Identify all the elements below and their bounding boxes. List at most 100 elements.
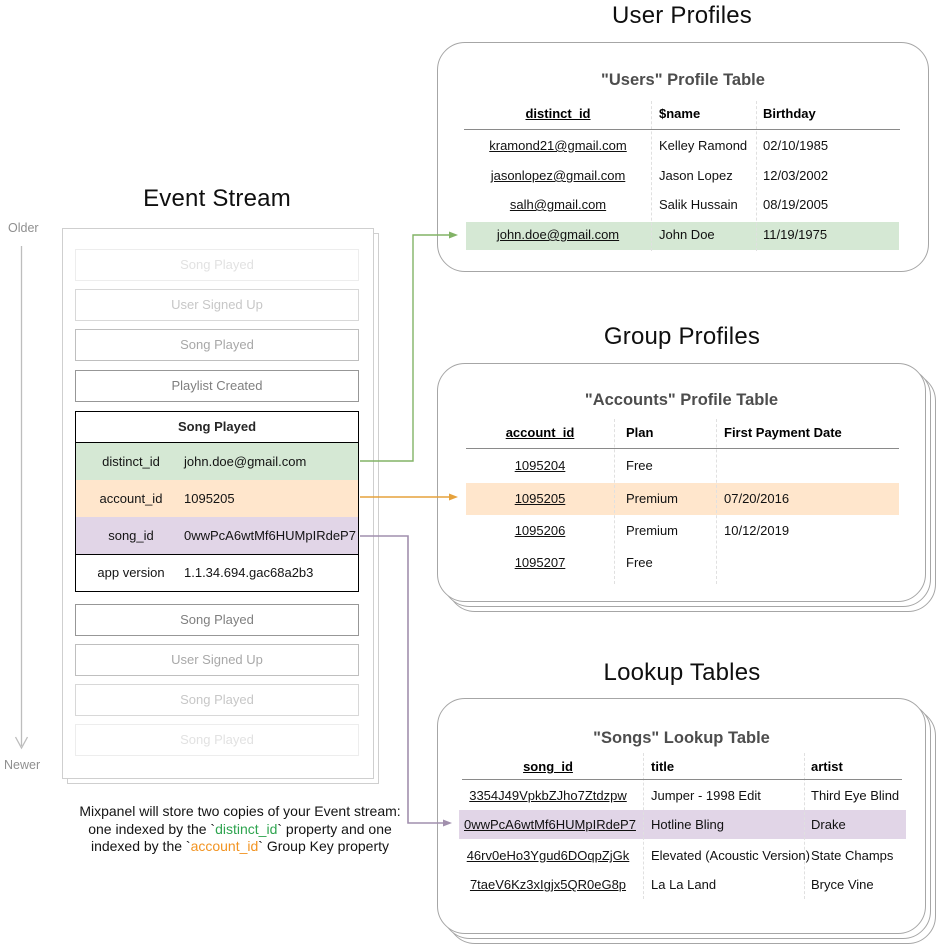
property-value: 1095205 — [184, 491, 235, 506]
users-table-header: distinct_id $name Birthday — [438, 100, 928, 128]
property-key: song_id — [108, 528, 154, 543]
cell-distinct-id: jasonlopez@gmail.com — [490, 168, 626, 183]
accounts-profile-card: "Accounts" Profile Table account_id Plan… — [437, 363, 926, 602]
highlighted-row-band — [466, 483, 899, 515]
table-row: jasonlopez@gmail.com Jason Lopez 12/03/2… — [438, 162, 928, 190]
table-row-highlighted: 0wwPcA6wtMf6HUMpIRdeP7 Hotline Bling Dra… — [438, 811, 925, 839]
column-separator — [651, 101, 652, 251]
cell-title: La La Land — [651, 877, 717, 892]
cell-song-id: 7taeV6Kz3xIgjx5QR0eG8p — [469, 877, 627, 892]
cell-song-id: 46rv0eHo3Ygud6DOqpZjGk — [466, 848, 630, 863]
column-separator — [756, 101, 757, 251]
property-value: 1.1.34.694.gac68a2b3 — [184, 565, 314, 580]
cell-name: John Doe — [659, 227, 715, 242]
event-property-row-distinct-id: distinct_id john.doe@gmail.com — [76, 443, 358, 480]
accounts-table-title: "Accounts" Profile Table — [584, 391, 779, 409]
timeline-newer-label: Newer — [4, 758, 41, 772]
timeline-older-label: Older — [8, 221, 39, 235]
cell-artist: Drake — [811, 817, 846, 832]
timeline-arrow — [14, 246, 29, 750]
cell-distinct-id: kramond21@gmail.com — [489, 138, 627, 153]
property-value: 0wwPcA6wtMf6HUMpIRdeP7 — [184, 528, 356, 543]
cell-birthday: 02/10/1985 — [763, 138, 829, 153]
property-value: john.doe@gmail.com — [184, 454, 307, 469]
cell-plan: Premium — [626, 523, 679, 538]
cell-artist: Third Eye Blind — [811, 788, 900, 803]
event-property-row-app-version: app version 1.1.34.694.gac68a2b3 — [76, 554, 358, 591]
event-box-song-played: Song Played — [75, 724, 359, 756]
lookup-tables-title: Lookup Tables — [603, 659, 761, 686]
highlighted-row-band — [466, 222, 899, 250]
event-property-row-song-id: song_id 0wwPcA6wtMf6HUMpIRdeP7 — [76, 517, 358, 554]
table-row: 46rv0eHo3Ygud6DOqpZjGk Elevated (Acousti… — [438, 842, 925, 870]
songs-table-title: "Songs" Lookup Table — [593, 729, 770, 747]
column-header-first-payment-date: First Payment Date — [724, 425, 842, 440]
cell-title: Hotline Bling — [651, 817, 724, 832]
event-box-user-signed-up: User Signed Up — [75, 644, 359, 676]
property-key: distinct_id — [102, 454, 160, 469]
table-row: 3354J49VpkbZJho7Ztdzpw Jumper - 1998 Edi… — [438, 782, 925, 810]
cell-birthday: 08/19/2005 — [763, 197, 829, 212]
column-header-plan: Plan — [626, 425, 654, 440]
event-detail-header: Song Played — [76, 412, 358, 443]
accounts-table-header: account_id Plan First Payment Date — [438, 419, 925, 447]
cell-account-id: 1095204 — [514, 458, 566, 473]
cell-plan: Premium — [626, 491, 679, 506]
caption-line3-post: ` Group Key property — [258, 838, 390, 854]
cell-first-payment-date: 10/12/2019 — [724, 523, 790, 538]
cell-plan: Free — [626, 555, 653, 570]
column-header-title: title — [651, 759, 675, 774]
table-row: 1095204 Free — [438, 452, 925, 480]
table-row: 1095206 Premium 10/12/2019 — [438, 517, 925, 545]
event-box-song-played: Song Played — [75, 684, 359, 716]
column-header-song-id: song_id — [523, 759, 573, 774]
cell-distinct-id: john.doe@gmail.com — [496, 227, 620, 242]
caption-line3: indexed by the ` — [90, 838, 191, 854]
cell-name: Salik Hussain — [659, 197, 738, 212]
event-detail-table: Song Played distinct_id john.doe@gmail.c… — [75, 411, 359, 592]
column-header-account-id: account_id — [505, 425, 575, 440]
table-row: salh@gmail.com Salik Hussain 08/19/2005 — [438, 191, 928, 219]
user-profiles-title: User Profiles — [612, 2, 752, 29]
cell-birthday: 12/03/2002 — [763, 168, 829, 183]
property-key: account_id — [99, 491, 163, 506]
songs-table-header: song_id title artist — [438, 753, 925, 781]
caption-line1: Mixpanel will store two copies of your E… — [79, 803, 401, 819]
header-divider — [464, 129, 900, 130]
event-box-song-played: Song Played — [75, 604, 359, 636]
event-property-row-account-id: account_id 1095205 — [76, 480, 358, 517]
cell-name: Kelley Ramond — [659, 138, 748, 153]
column-header-distinct-id: distinct_id — [525, 106, 591, 121]
table-row: 7taeV6Kz3xIgjx5QR0eG8p La La Land Bryce … — [438, 871, 925, 899]
header-divider — [466, 448, 899, 449]
cell-account-id: 1095205 — [514, 491, 566, 506]
users-table-title: "Users" Profile Table — [601, 71, 765, 89]
column-separator — [614, 419, 615, 584]
caption-line2-post: ` property and one — [277, 820, 392, 837]
column-header-birthday: Birthday — [763, 106, 816, 121]
cell-plan: Free — [626, 458, 653, 473]
caption-distinct-id-code: distinct_id — [215, 820, 278, 837]
cell-distinct-id: salh@gmail.com — [509, 197, 607, 212]
event-stream-title: Event Stream — [143, 185, 291, 212]
table-row-highlighted: john.doe@gmail.com John Doe 11/19/1975 — [438, 221, 928, 249]
header-divider — [462, 779, 902, 780]
cell-account-id: 1095207 — [514, 555, 566, 570]
column-separator — [643, 753, 644, 899]
caption-line2: one indexed by the ` — [88, 820, 216, 837]
column-header-artist: artist — [811, 759, 843, 774]
cell-title: Elevated (Acoustic Version) — [651, 848, 810, 863]
event-box-song-played: Song Played — [75, 249, 359, 281]
table-row-highlighted: 1095205 Premium 07/20/2016 — [438, 485, 925, 513]
users-profile-card: "Users" Profile Table distinct_id $name … — [437, 42, 929, 272]
highlighted-row-band — [459, 810, 906, 839]
column-header-name: $name — [659, 106, 701, 121]
table-row: kramond21@gmail.com Kelley Ramond 02/10/… — [438, 132, 928, 160]
songs-lookup-card: "Songs" Lookup Table song_id title artis… — [437, 698, 926, 934]
footnote-caption: Mixpanel will store two copies of your E… — [30, 803, 450, 856]
event-box-song-played: Song Played — [75, 329, 359, 361]
property-key: app version — [97, 565, 165, 580]
caption-account-id-code: account_id — [190, 838, 259, 854]
column-separator — [804, 753, 805, 899]
